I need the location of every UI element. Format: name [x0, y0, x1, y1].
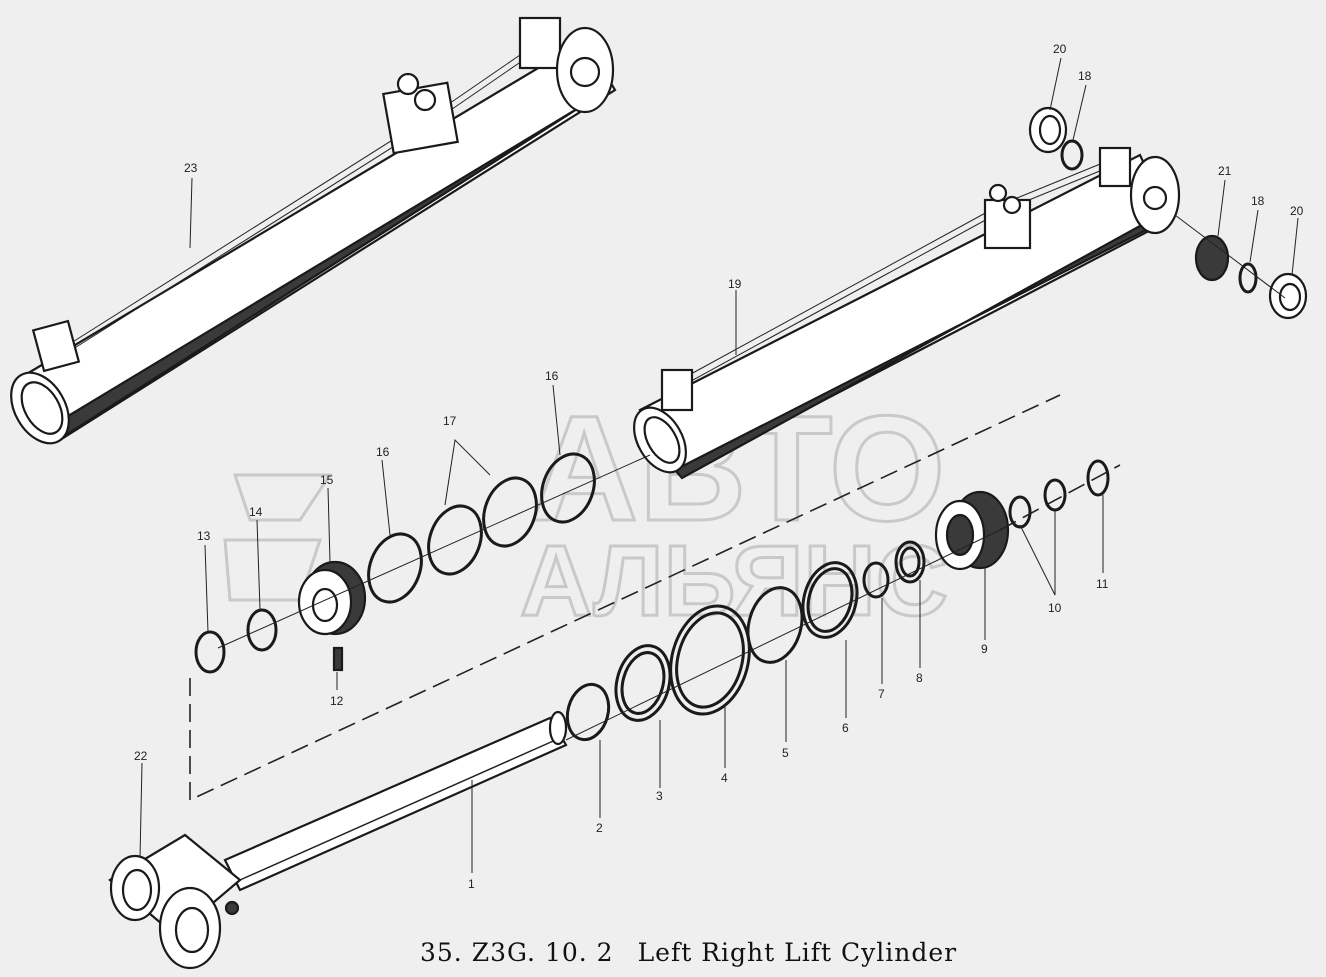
part-3: [614, 644, 672, 722]
part-10-a: [1008, 495, 1032, 529]
callout-17: 17: [443, 414, 457, 428]
callout-10: 10: [1048, 601, 1062, 615]
callout-6: 6: [842, 721, 849, 735]
leader-lines: [139, 57, 1299, 873]
part-18-lower: [1238, 262, 1258, 294]
piston-parts-left: [194, 452, 596, 674]
part-1-piston-rod: [223, 710, 568, 892]
callout-19: 19: [728, 277, 742, 291]
callout-12: 12: [330, 694, 344, 708]
part-9-gland: [934, 490, 1010, 571]
callout-4: 4: [721, 771, 728, 785]
callout-23: 23: [184, 161, 198, 175]
caption-title: Left Right Lift Cylinder: [637, 938, 958, 967]
callout-7: 7: [878, 687, 885, 701]
part-22-rod-clevis: [108, 833, 242, 970]
callout-20-upper: 20: [1053, 42, 1067, 56]
part-16-right: [540, 452, 596, 524]
parts-10-11-rings: [1008, 459, 1110, 529]
part-21: [1194, 234, 1230, 282]
part-6: [801, 561, 859, 639]
part-16-left: [367, 532, 423, 604]
part-7: [862, 561, 890, 599]
callout-9: 9: [981, 642, 988, 656]
part-14: [246, 608, 278, 652]
callout-16-left: 16: [376, 445, 390, 459]
caption-code: 35. Z3G. 10. 2: [420, 938, 614, 967]
part-23-cylinder-barrel: [10, 16, 617, 445]
callout-13: 13: [197, 529, 211, 543]
part-8: [894, 540, 926, 584]
callout-labels: 1 2 3 4 5 6 7 8 9 10 11 12 13 14 15 16 1…: [134, 42, 1304, 891]
part-12: [332, 646, 344, 672]
callout-1: 1: [468, 877, 475, 891]
callout-16-right: 16: [545, 369, 559, 383]
part-18-upper: [1060, 139, 1084, 171]
callout-18-upper: 18: [1078, 69, 1092, 83]
callout-8: 8: [916, 671, 923, 685]
part-4: [669, 604, 751, 716]
callout-22: 22: [134, 749, 148, 763]
callout-11: 11: [1096, 577, 1109, 591]
callout-2: 2: [596, 821, 603, 835]
callout-15: 15: [320, 473, 334, 487]
callout-5: 5: [782, 746, 789, 760]
seal-rings-lower: [565, 540, 926, 742]
callout-3: 3: [656, 789, 663, 803]
part-10-b: [1043, 478, 1067, 512]
part-11: [1086, 459, 1110, 497]
part-2: [565, 682, 611, 742]
drawing-caption: 35. Z3G. 10. 2 Left Right Lift Cylinder: [420, 938, 981, 967]
part-5: [746, 586, 804, 664]
callout-18-lower: 18: [1251, 194, 1265, 208]
assembly-axis-lines: [189, 394, 1121, 802]
callout-14: 14: [249, 505, 263, 519]
part-19-cylinder-barrel: [633, 146, 1181, 480]
callout-20-lower: 20: [1290, 204, 1304, 218]
parts-20-18-21-bushings: [1028, 106, 1308, 320]
callout-21: 21: [1218, 164, 1232, 178]
part-17-b: [482, 476, 538, 548]
part-17-a: [427, 504, 483, 576]
part-13: [194, 630, 226, 674]
